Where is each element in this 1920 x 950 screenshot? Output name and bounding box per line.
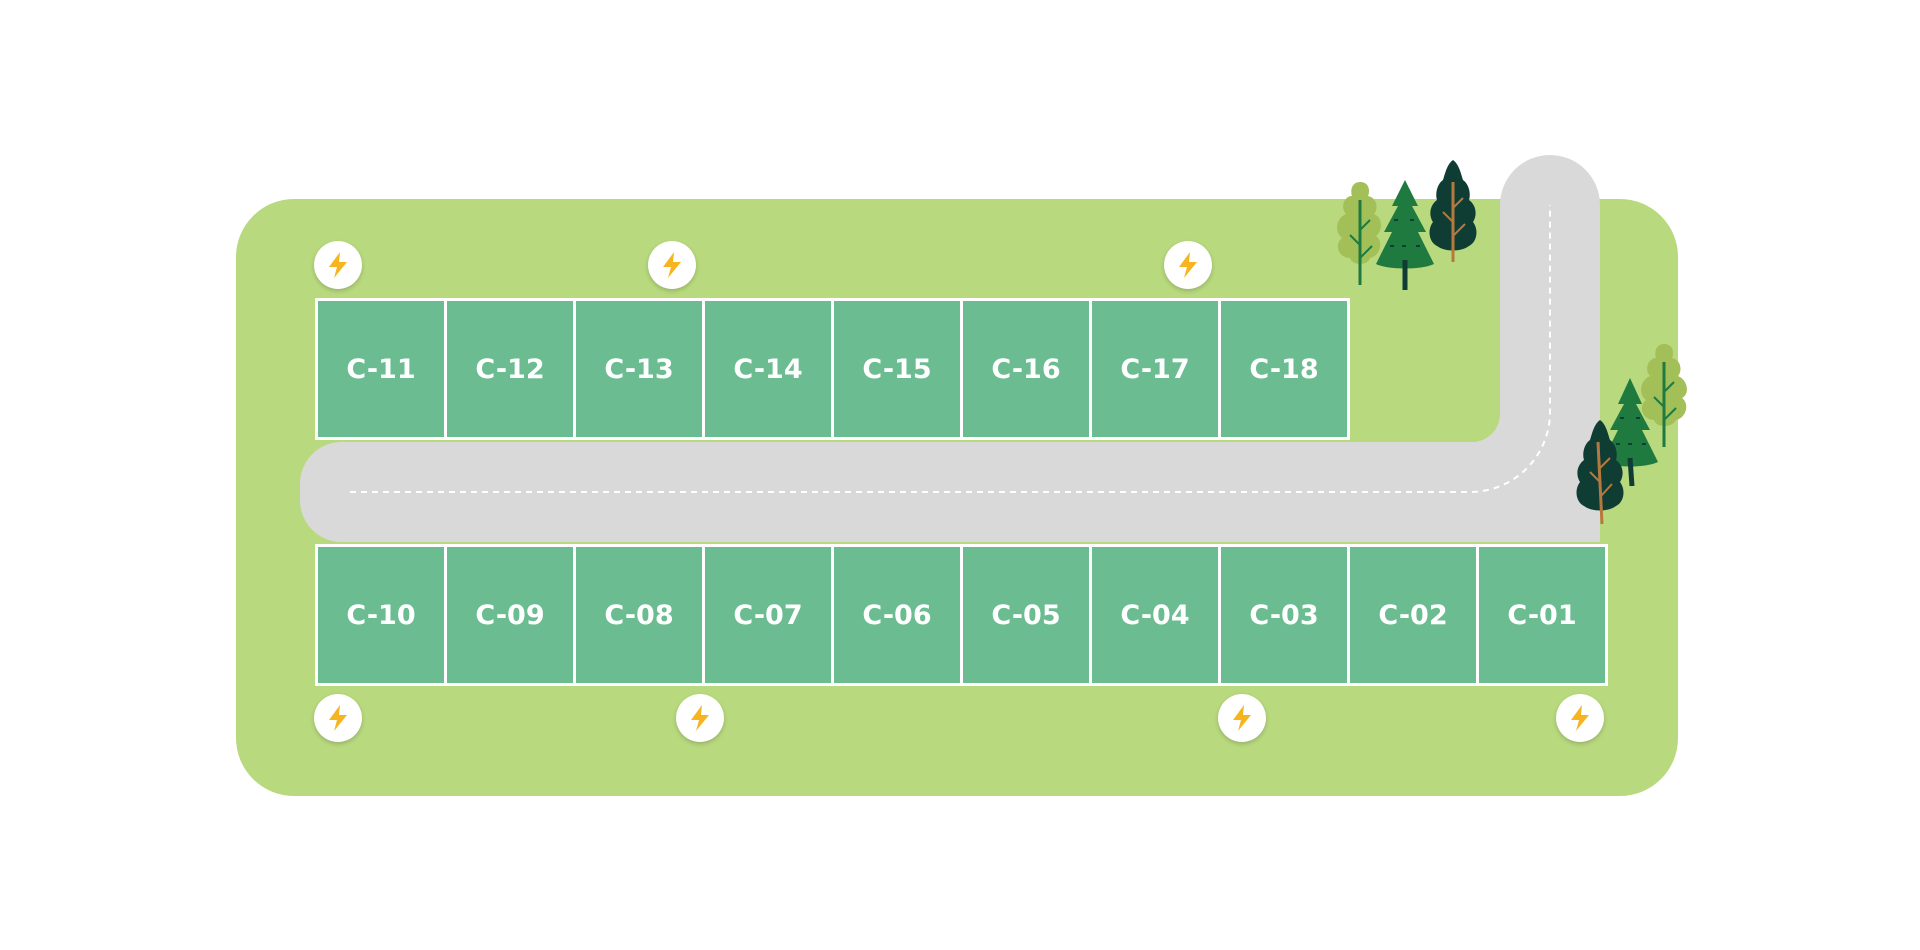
tree-icon <box>1429 160 1477 262</box>
tree-icon <box>1376 180 1434 290</box>
parking-spot[interactable]: C-15 <box>834 301 960 437</box>
tree-icon <box>1576 420 1624 525</box>
parking-spot[interactable]: C-07 <box>705 547 831 683</box>
parking-spot[interactable]: C-17 <box>1092 301 1218 437</box>
ev-charger-icon[interactable] <box>1218 694 1266 742</box>
driveway-horizontal <box>300 442 1600 542</box>
ev-charger-icon[interactable] <box>1164 241 1212 289</box>
parking-spot[interactable]: C-09 <box>447 547 573 683</box>
ev-charger-icon[interactable] <box>314 694 362 742</box>
parking-spot[interactable]: C-11 <box>318 301 444 437</box>
parking-spot[interactable]: C-10 <box>318 547 444 683</box>
ev-charger-icon[interactable] <box>1556 694 1604 742</box>
ev-charger-icon[interactable] <box>648 241 696 289</box>
parking-spot[interactable]: C-16 <box>963 301 1089 437</box>
parking-spot[interactable]: C-02 <box>1350 547 1476 683</box>
parking-spot[interactable]: C-08 <box>576 547 702 683</box>
parking-spot[interactable]: C-03 <box>1221 547 1347 683</box>
tree-icon <box>1641 344 1687 447</box>
ev-charger-icon[interactable] <box>676 694 724 742</box>
parking-spot[interactable]: C-14 <box>705 301 831 437</box>
parking-spot[interactable]: C-04 <box>1092 547 1218 683</box>
parking-spot[interactable]: C-18 <box>1221 301 1347 437</box>
parking-spot[interactable]: C-12 <box>447 301 573 437</box>
parking-spot[interactable]: C-06 <box>834 547 960 683</box>
tree-icon <box>1337 182 1381 285</box>
tree-icon <box>1602 378 1658 487</box>
parking-spot[interactable]: C-13 <box>576 301 702 437</box>
parking-spot[interactable]: C-05 <box>963 547 1089 683</box>
parking-spot[interactable]: C-01 <box>1479 547 1605 683</box>
ev-charger-icon[interactable] <box>314 241 362 289</box>
